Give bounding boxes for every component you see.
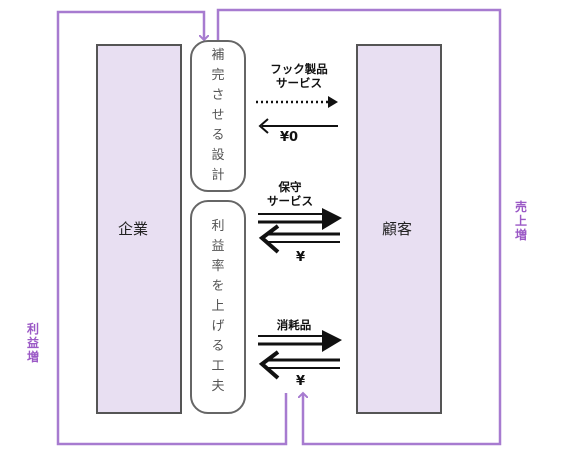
profit-margin-char: げ — [211, 319, 225, 334]
maintenance-price-arrow-head — [258, 224, 280, 254]
profit-margin-char: を — [211, 279, 225, 294]
profit-margin-char: 工 — [211, 359, 225, 374]
complement-char: さ — [211, 88, 225, 103]
right-loop-line — [216, 8, 502, 446]
profit-margin-char: 夫 — [211, 379, 225, 394]
complement-char: せ — [211, 108, 225, 123]
complement-char: 補 — [211, 48, 225, 63]
profit-increase-label: 利 益 増 — [27, 322, 40, 364]
hook-price-arrow-head — [258, 118, 269, 134]
maintenance-arrow-head — [322, 208, 342, 230]
hook-product-arrow-head — [328, 96, 338, 108]
complement-char: 完 — [211, 68, 225, 83]
maintenance-label: 保守 サービス — [267, 180, 313, 208]
company-label: 企業 — [118, 220, 149, 238]
consumables-arrow-head — [322, 330, 342, 352]
customer-box — [356, 44, 442, 414]
left-loop-line — [56, 10, 288, 446]
profit-margin-pill: 利 益 率 を 上 げ る 工 夫 — [190, 200, 246, 414]
complement-char: 設 — [211, 148, 225, 163]
hook-price-label: ¥0 — [280, 130, 299, 145]
profit-margin-char: 上 — [211, 299, 225, 314]
maintenance-price-label: ¥ — [296, 250, 306, 265]
hook-product-label: フック製品 サービス — [270, 62, 328, 90]
consumables-price-arrow-head — [258, 350, 280, 380]
complement-char: 計 — [211, 168, 225, 183]
complement-char: る — [211, 128, 225, 143]
profit-margin-char: 率 — [211, 259, 225, 274]
complement-design-pill: 補 完 さ せ る 設 計 — [190, 40, 246, 192]
company-box — [96, 44, 182, 414]
profit-margin-char: 益 — [211, 239, 225, 254]
sales-increase-label: 売 上 増 — [515, 200, 528, 242]
consumables-label: 消耗品 — [276, 318, 312, 332]
consumables-price-label: ¥ — [296, 374, 306, 389]
profit-margin-char: る — [211, 339, 225, 354]
profit-margin-char: 利 — [211, 219, 225, 234]
customer-label: 顧客 — [382, 220, 413, 238]
